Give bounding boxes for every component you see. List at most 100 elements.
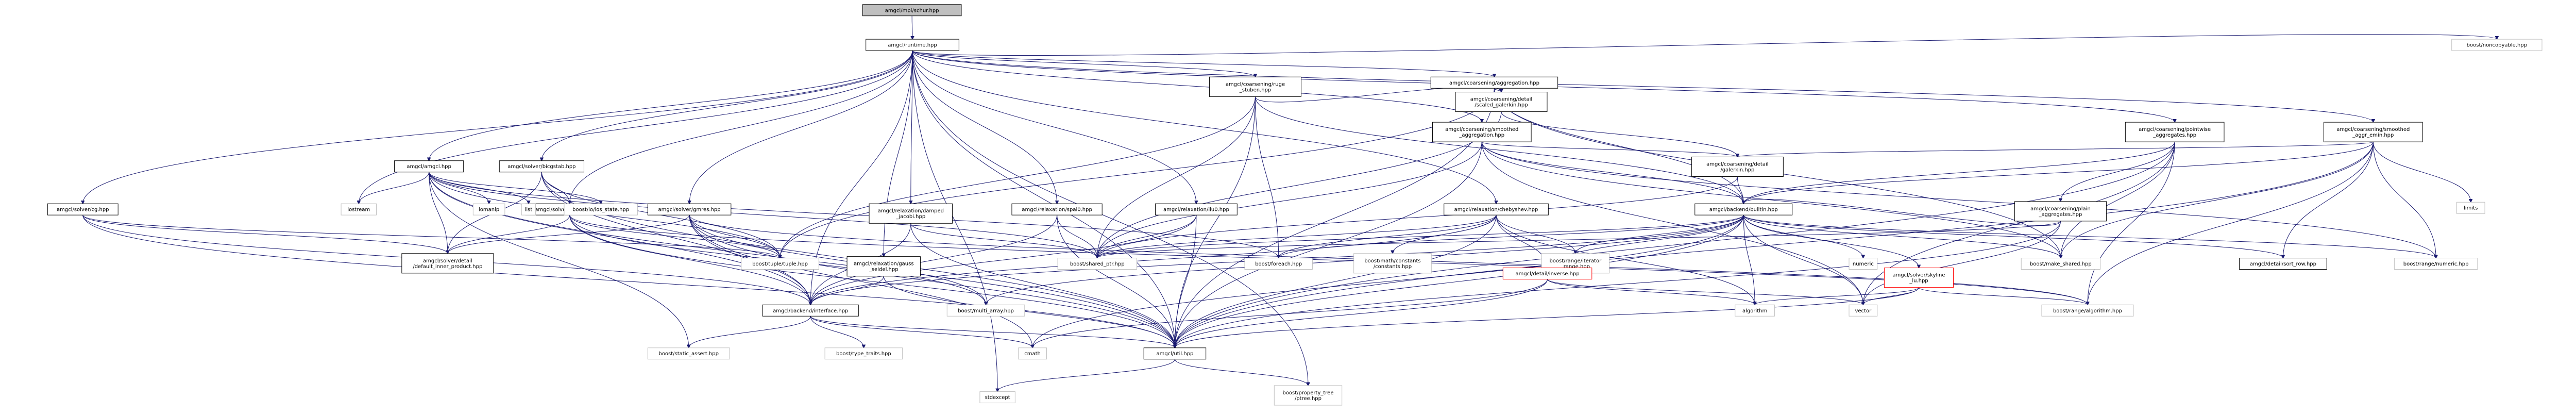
node-list: list bbox=[521, 203, 536, 215]
node-label: amgcl/coarsening/plain bbox=[2030, 206, 2091, 212]
node-cvg_aggr[interactable]: amgcl/coarsening/aggregation.hpp bbox=[1430, 76, 1558, 89]
node-runtime[interactable]: amgcl/runtime.hpp bbox=[866, 39, 959, 51]
node-cvg_smooth_aggr[interactable]: amgcl/coarsening/smoothed_aggregation.hp… bbox=[1432, 122, 1532, 142]
node-label: /ptree.hpp bbox=[1295, 396, 1321, 402]
node-cmath: cmath bbox=[1018, 347, 1047, 360]
node-box bbox=[647, 347, 730, 360]
node-cvg_scaled_galerkin[interactable]: amgcl/coarsening/detail/scaled_galerkin.… bbox=[1455, 92, 1548, 112]
node-label: amgcl/solver/detail bbox=[423, 258, 472, 264]
node-label: amgcl/solver/bicgstab.hpp bbox=[507, 164, 575, 170]
node-label: boost/type_traits.hpp bbox=[836, 351, 891, 357]
edge-damped-to-shared_ptr bbox=[910, 223, 1097, 258]
node-interface[interactable]: amgcl/backend/interface.hpp bbox=[762, 304, 859, 317]
node-damped[interactable]: amgcl/relaxation/damped_jacobi.hpp bbox=[869, 203, 953, 224]
node-label: iostream bbox=[347, 207, 370, 213]
node-cg[interactable]: amgcl/solver/cg.hpp bbox=[47, 203, 118, 215]
edge-runtime-to-bicgstabl bbox=[570, 51, 913, 204]
edge-cvg_emin-to-util bbox=[1175, 142, 2374, 348]
node-label: boost/make_shared.hpp bbox=[2030, 261, 2092, 267]
node-numeric_h: numeric bbox=[1849, 258, 1878, 270]
node-box bbox=[521, 203, 536, 215]
edge-cvg_plain-to-vector bbox=[1863, 221, 2061, 305]
node-box bbox=[979, 391, 1015, 404]
node-amgcl[interactable]: amgcl/amgcl.hpp bbox=[394, 160, 464, 173]
edge-cvg_pw-to-builtin bbox=[1743, 142, 2175, 204]
node-label: boost/static_assert.hpp bbox=[658, 351, 718, 357]
node-foreach: boost/foreach.hpp bbox=[1244, 258, 1313, 270]
node-label: amgcl/coarsening/smoothed bbox=[2336, 127, 2410, 132]
node-cvg_galerkin[interactable]: amgcl/coarsening/detail/galerkin.hpp bbox=[1691, 156, 1784, 177]
edge-cvg_pw-to-cvg_plain bbox=[2060, 142, 2175, 202]
node-label: amgcl/runtime.hpp bbox=[888, 43, 937, 48]
node-limits: limits bbox=[2456, 202, 2485, 214]
node-util[interactable]: amgcl/util.hpp bbox=[1143, 347, 1207, 360]
node-box bbox=[2021, 258, 2101, 270]
node-cvg_plain[interactable]: amgcl/coarsening/plain_aggregates.hpp bbox=[2014, 201, 2107, 222]
edge-cheb-to-range_iterator bbox=[1496, 215, 1575, 254]
edge-gmres-to-util bbox=[689, 215, 1175, 348]
node-inverse[interactable]: amgcl/detail/inverse.hpp bbox=[1502, 268, 1592, 280]
edge-runtime-to-gmres bbox=[689, 51, 913, 204]
node-cheb[interactable]: amgcl/relaxation/chebyshev.hpp bbox=[1444, 203, 1549, 215]
node-shared_ptr: boost/shared_ptr.hpp bbox=[1057, 258, 1137, 270]
edge-runtime-to-cg bbox=[83, 51, 913, 204]
node-label: _jacobi.hpp bbox=[895, 214, 925, 220]
node-make_shared: boost/make_shared.hpp bbox=[2021, 258, 2101, 270]
node-label: boost/shared_ptr.hpp bbox=[1070, 261, 1125, 267]
edge-gmres-to-tuple bbox=[689, 215, 780, 258]
node-builtin[interactable]: amgcl/backend/builtin.hpp bbox=[1694, 203, 1793, 215]
node-skyline[interactable]: amgcl/solver/skyline_lu.hpp bbox=[1884, 268, 1954, 288]
node-box bbox=[846, 256, 921, 277]
node-cvg_ruge[interactable]: amgcl/coarsening/ruge_stuben.hpp bbox=[1209, 76, 1301, 97]
edge-runtime-to-cheb bbox=[912, 51, 1496, 204]
edge-bicgstabl-to-tuple bbox=[569, 215, 780, 258]
node-cvg_emin[interactable]: amgcl/coarsening/smoothed_aggr_emin.hpp bbox=[2323, 122, 2423, 142]
node-label: amgcl/coarsening/detail bbox=[1706, 161, 1768, 167]
edge-cheb-to-inverse bbox=[1496, 215, 1548, 268]
node-box bbox=[472, 203, 505, 215]
edge-runtime-to-damped bbox=[911, 51, 913, 204]
node-sort_row[interactable]: amgcl/detail/sort_row.hpp bbox=[2239, 258, 2327, 270]
node-range_algorithm: boost/range/algorithm.hpp bbox=[2041, 304, 2134, 317]
node-label: boost/io/ios_state.hpp bbox=[572, 207, 629, 213]
node-label: amgcl/amgcl.hpp bbox=[406, 164, 451, 170]
node-gauss[interactable]: amgcl/relaxation/gauss_seidel.hpp bbox=[846, 256, 921, 277]
edge-skyline-to-range_algorithm bbox=[1918, 287, 2087, 305]
edge-gmres-to-cmath bbox=[689, 215, 1032, 348]
edge-runtime-to-ptree bbox=[912, 51, 1308, 386]
node-spai0[interactable]: amgcl/relaxation/spai0.hpp bbox=[1011, 203, 1103, 215]
node-label: _aggregates.hpp bbox=[2039, 212, 2082, 218]
node-ilu0[interactable]: amgcl/relaxation/ilu0.hpp bbox=[1155, 203, 1238, 215]
node-box bbox=[2394, 258, 2478, 270]
node-box bbox=[824, 347, 903, 360]
node-label: amgcl/coarsening/ruge bbox=[1226, 81, 1285, 87]
node-iostream: iostream bbox=[341, 203, 377, 215]
edge-inverse-to-cmath bbox=[1032, 279, 1548, 348]
node-type_traits: boost/type_traits.hpp bbox=[824, 347, 903, 360]
edge-builtin-to-range_iterator bbox=[1575, 215, 1744, 254]
node-gmres[interactable]: amgcl/solver/gmres.hpp bbox=[647, 203, 732, 215]
edge-interface-to-cmath bbox=[810, 316, 1032, 347]
edge-cvg_ruge-to-builtin bbox=[1255, 96, 1744, 204]
edge-cvg_emin-to-builtin bbox=[1743, 142, 2374, 204]
node-label: amgcl/relaxation/gauss bbox=[854, 261, 914, 267]
node-label: /default_inner_product.hpp bbox=[413, 264, 482, 270]
node-label: iomanip bbox=[479, 207, 499, 213]
edge-builtin-to-sort_row bbox=[1743, 214, 2283, 258]
node-box bbox=[1155, 203, 1238, 215]
node-label: amgcl/coarsening/detail bbox=[1470, 97, 1532, 103]
node-algorithm: algorithm bbox=[1735, 304, 1775, 317]
edge-ilu0-to-shared_ptr bbox=[1097, 215, 1197, 258]
node-bicgstab[interactable]: amgcl/solver/bicgstab.hpp bbox=[499, 160, 585, 173]
node-inner_product[interactable]: amgcl/solver/detail/default_inner_produc… bbox=[401, 253, 494, 274]
edge-cvg_pw-to-util bbox=[1175, 142, 2175, 348]
edge-cvg_emin-to-cvg_galerkin bbox=[1737, 141, 2374, 157]
edge-cvg_smooth_aggr-to-make_shared bbox=[1481, 142, 2061, 258]
node-cvg_pw[interactable]: amgcl/coarsening/pointwise_aggregates.hp… bbox=[2125, 122, 2225, 142]
edge-runtime-to-ilu0 bbox=[912, 51, 1196, 204]
node-box bbox=[1430, 76, 1558, 89]
node-label: amgcl/mpi/schur.hpp bbox=[885, 8, 939, 13]
edge-bicgstab-to-interface bbox=[541, 172, 810, 305]
node-box bbox=[1691, 156, 1784, 177]
